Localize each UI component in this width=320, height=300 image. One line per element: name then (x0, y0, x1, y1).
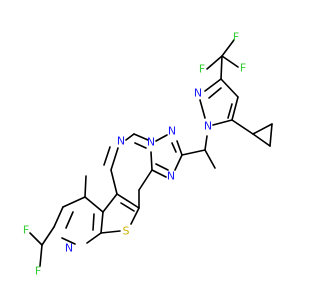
bond (171, 142, 177, 153)
bond (150, 151, 153, 171)
bond (231, 96, 239, 121)
nitrogen-triazole-bottom-label: N (167, 170, 175, 183)
bond (39, 244, 43, 267)
bond (120, 202, 135, 212)
bond (130, 207, 140, 225)
bond (220, 55, 223, 80)
bond (252, 123, 273, 135)
bond (61, 237, 76, 245)
bond (155, 134, 168, 142)
bond (220, 78, 239, 98)
bond (221, 55, 239, 68)
bond (221, 39, 235, 57)
sulfur-label: S (123, 225, 130, 238)
bond (212, 119, 233, 126)
fluorine-cf3-left-label: F (199, 63, 205, 76)
bond (231, 119, 254, 135)
bond-lines (29, 39, 273, 267)
nitrogen-bridge-label: N (147, 136, 155, 149)
nitrogen-pyrazole-n2-label: N (194, 87, 202, 100)
bond (110, 169, 118, 195)
fluorine-cf3-right-label: F (240, 62, 246, 75)
bond (65, 211, 74, 229)
bond (53, 206, 64, 228)
bond (204, 135, 208, 151)
bond (41, 226, 55, 246)
bond (269, 123, 273, 147)
molecule-structure: N S N N N N N N F F F F F (23, 31, 273, 278)
bond (92, 213, 95, 231)
bond (29, 232, 43, 246)
bond (204, 149, 216, 169)
bond (138, 169, 153, 191)
nitrogen-triazole-top-label: N (168, 125, 176, 138)
bond (133, 133, 149, 141)
bond (174, 154, 183, 171)
bond (102, 193, 118, 213)
bond (208, 87, 222, 99)
nitrogen-pyridine-label: N (65, 242, 73, 255)
fluorine-chf2-bottom-label: F (35, 265, 41, 278)
bond (84, 175, 87, 198)
bond (100, 211, 104, 234)
bond (116, 193, 140, 209)
bond (155, 163, 169, 171)
bond (252, 133, 271, 147)
bond (181, 149, 206, 156)
nitrogen-pyrazole-n1-label: N (204, 120, 212, 133)
bond (199, 99, 206, 119)
bond (86, 232, 102, 244)
bond (125, 133, 135, 141)
bond (110, 147, 119, 171)
bond (84, 196, 104, 213)
bond (134, 142, 147, 149)
bond (204, 78, 222, 92)
fluorine-chf2-top-label: F (23, 224, 29, 237)
bond (151, 169, 167, 178)
fluorine-cf3-top-label: F (233, 31, 239, 44)
bond (206, 55, 223, 70)
bond (227, 103, 233, 119)
bond (176, 140, 183, 156)
nitrogen-pyrimidine-label: N (117, 135, 125, 148)
bond (62, 196, 86, 208)
bond (103, 146, 111, 166)
atom-labels: N S N N N N N N F F F F F (23, 31, 246, 278)
bond (100, 230, 121, 234)
